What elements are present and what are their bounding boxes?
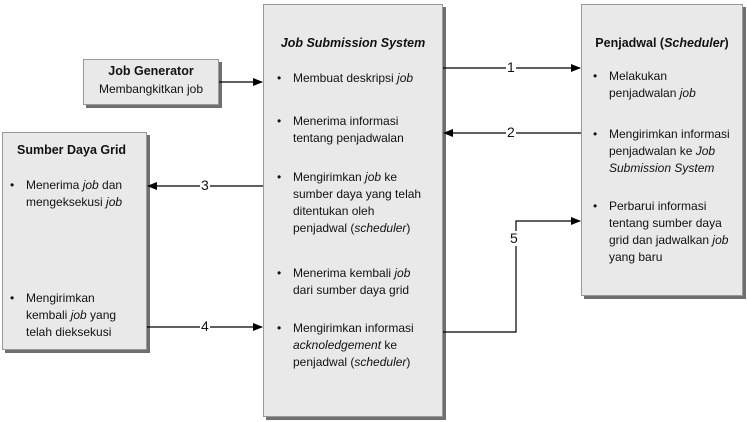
text-line: Mengirimkan informasi bbox=[609, 127, 730, 141]
job-generator-subtitle: Membangkitkan job bbox=[98, 82, 204, 96]
bullet: • bbox=[593, 127, 598, 141]
arrow-label-5: 5 bbox=[509, 230, 519, 246]
text-line: tentang penjadwalan bbox=[293, 131, 404, 145]
text-line: ditentukan oleh bbox=[293, 204, 375, 218]
jss-item-receive-job-back: • Menerima kembali job dari sumber daya … bbox=[277, 265, 411, 299]
text-line: Melakukan bbox=[609, 69, 668, 83]
grid-item-send-back: • Mengirimkan kembali job yang telah die… bbox=[10, 290, 117, 341]
text-line: yang baru bbox=[609, 250, 663, 264]
text-line: penjadwalan job bbox=[609, 86, 696, 100]
jss-item-send-job: • Mengirimkan job ke sumber daya yang te… bbox=[277, 169, 422, 237]
jss-item-receive-schedule: • Menerima informasi tentang penjadwalan bbox=[277, 113, 404, 147]
scheduler-item-send-schedule: • Mengirimkan informasi penjadwalan ke J… bbox=[593, 126, 730, 177]
text-line: Menerima job dan bbox=[26, 178, 123, 192]
text-line: grid dan jadwalkan job bbox=[609, 233, 729, 247]
text-line: Submission System bbox=[609, 161, 715, 175]
scheduler-box: Penjadwal (Scheduler) • Melakukan penjad… bbox=[581, 4, 743, 296]
grid-resource-title: Sumber Daya Grid bbox=[17, 143, 127, 157]
bullet: • bbox=[277, 266, 282, 280]
grid-resource-box: Sumber Daya Grid • Menerima job dan meng… bbox=[2, 132, 147, 350]
bullet: • bbox=[277, 71, 282, 85]
arrow-5-jss-to-scheduler bbox=[443, 217, 581, 333]
text-line: Menerima kembali job bbox=[293, 266, 411, 280]
bullet: • bbox=[277, 170, 282, 184]
job-generator-box: Job Generator Membangkitkan job bbox=[83, 59, 219, 105]
scheduler-item-update-resources: • Perbarui informasi tentang sumber daya… bbox=[593, 198, 729, 266]
text-line: Mengirimkan job ke bbox=[293, 170, 398, 184]
text-line: Perbarui informasi bbox=[609, 199, 707, 213]
text-line: mengeksekusi job bbox=[26, 195, 123, 209]
text-line: telah dieksekusi bbox=[26, 325, 112, 339]
bullet: • bbox=[593, 199, 598, 213]
scheduler-title: Penjadwal (Scheduler) bbox=[595, 36, 729, 50]
bullet: • bbox=[593, 69, 598, 83]
text-line: penjadwal (scheduler) bbox=[293, 221, 411, 235]
text-line: penjadwalan ke Job bbox=[609, 144, 716, 158]
text-line: penjadwal (scheduler) bbox=[293, 355, 411, 369]
arrow-label-3: 3 bbox=[200, 177, 210, 193]
text-line: Membuat deskripsi job bbox=[293, 71, 414, 85]
text-line: dari sumber daya grid bbox=[293, 283, 410, 297]
bullet: • bbox=[277, 114, 282, 128]
scheduler-item-schedule-job: • Melakukan penjadwalan job bbox=[593, 68, 696, 102]
bullet: • bbox=[277, 321, 282, 335]
text-line: Menerima informasi bbox=[293, 114, 399, 128]
text-line: sumber daya yang telah bbox=[293, 187, 422, 201]
arrow-label-4: 4 bbox=[200, 318, 210, 334]
jss-item-send-acknowledgement: • Mengirimkan informasi acknoledgement k… bbox=[277, 320, 414, 371]
job-submission-system-box: Job Submission System • Membuat deskrips… bbox=[263, 4, 443, 417]
text-line: kembali job yang bbox=[26, 308, 117, 322]
grid-item-receive-execute: • Menerima job dan mengeksekusi job bbox=[10, 177, 123, 211]
bullet: • bbox=[10, 178, 15, 192]
arrow-label-2: 2 bbox=[506, 124, 516, 140]
text-line: Mengirimkan bbox=[26, 291, 95, 305]
bullet: • bbox=[10, 291, 15, 305]
text-line: tentang sumber daya bbox=[609, 216, 722, 230]
jss-title: Job Submission System bbox=[280, 36, 426, 50]
job-generator-title: Job Generator bbox=[108, 64, 194, 78]
text-line: Mengirimkan informasi bbox=[293, 321, 414, 335]
jss-item-create-description: • Membuat deskripsi job bbox=[277, 70, 414, 87]
arrow-label-1: 1 bbox=[506, 59, 516, 75]
text-line: acknoledgement ke bbox=[293, 338, 398, 352]
